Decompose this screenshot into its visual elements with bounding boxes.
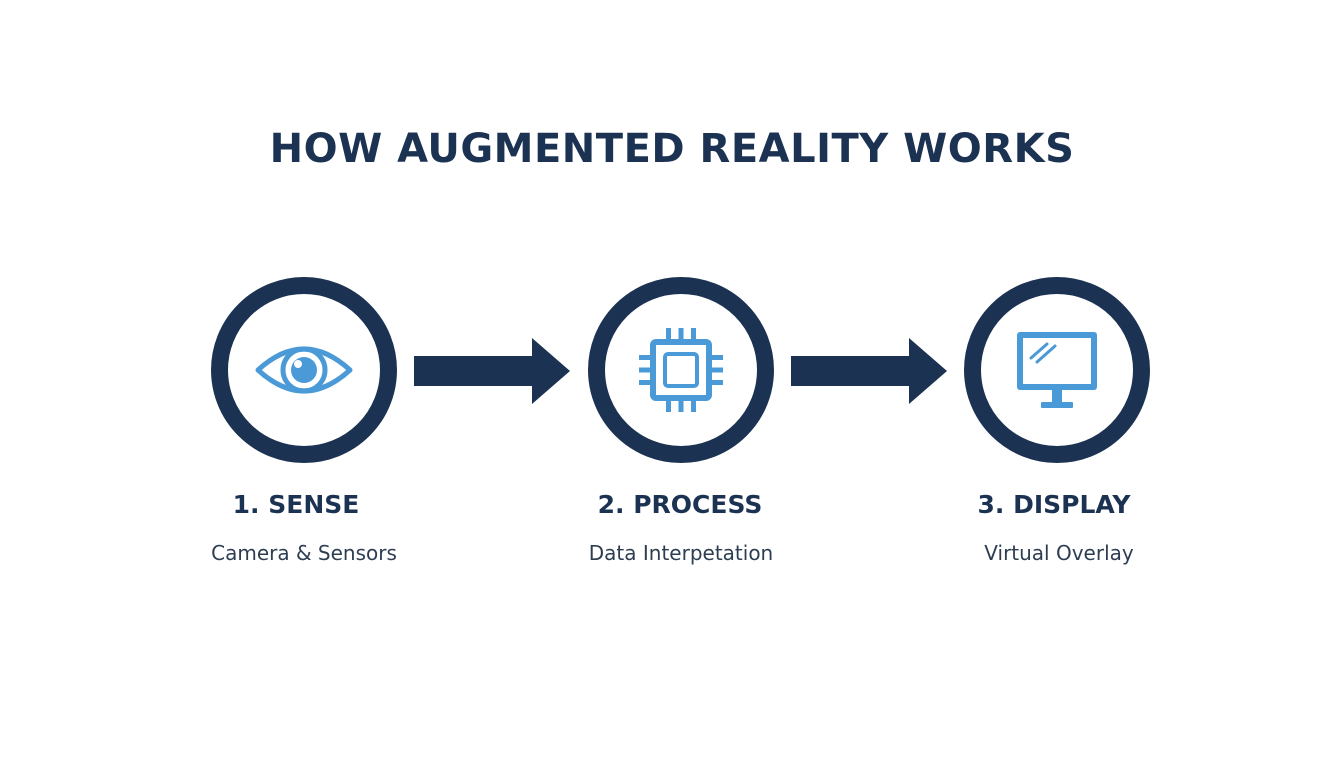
monitor-icon [1017, 332, 1097, 408]
step-description-display: Virtual Overlay [984, 541, 1134, 565]
step-description-process: Data Interpetation [588, 541, 774, 565]
step-circle-process [588, 277, 774, 463]
step-label-display: 3. DISPLAY [977, 490, 1131, 519]
diagram-title: HOW AUGMENTED REALITY WORKS [269, 126, 1075, 172]
eye-icon [255, 346, 353, 394]
arrow-right-icon [414, 338, 570, 404]
chip-icon [639, 328, 723, 412]
arrow-right-icon [791, 338, 947, 404]
step-label-process: 2. PROCESS [597, 490, 763, 519]
step-label-sense: 1. SENSE [232, 490, 360, 519]
step-description-sense: Camera & Sensors [211, 541, 397, 565]
step-circle-display [964, 277, 1150, 463]
step-circle-sense [211, 277, 397, 463]
